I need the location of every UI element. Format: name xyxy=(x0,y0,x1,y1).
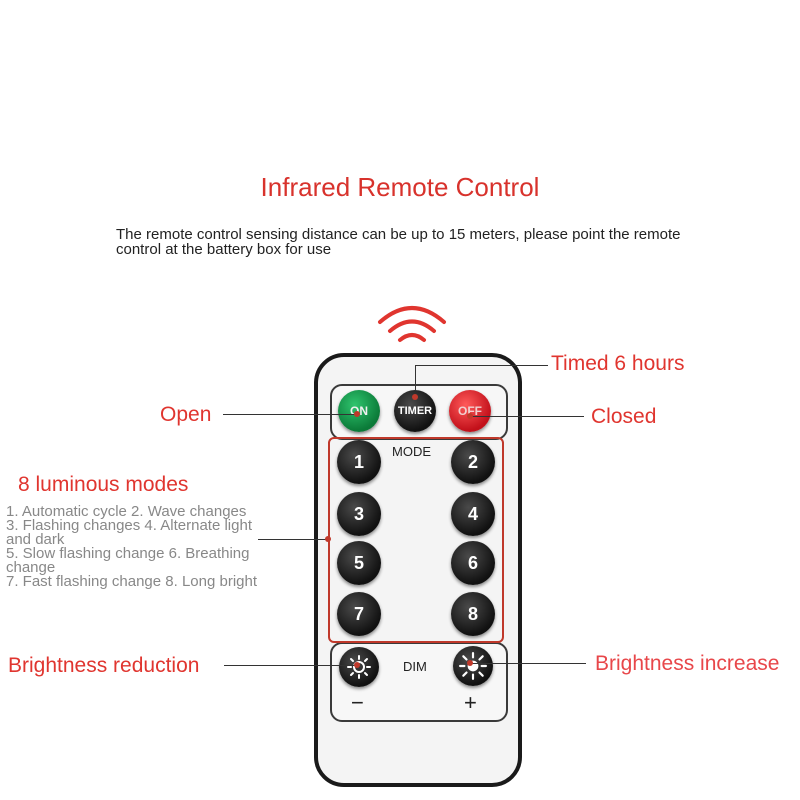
brightness-increase-label: Brightness increase xyxy=(595,652,780,675)
mode-7-button[interactable]: 7 xyxy=(337,592,381,636)
open-label: Open xyxy=(160,403,212,426)
timer-callout-dot xyxy=(412,394,418,400)
brightness-reduction-label: Brightness reduction xyxy=(8,654,200,677)
increase-callout-dot xyxy=(467,660,473,666)
plus-label: + xyxy=(464,690,477,715)
dim-label: DIM xyxy=(403,659,427,674)
mode-5-button[interactable]: 5 xyxy=(337,541,381,585)
mode-6-button[interactable]: 6 xyxy=(451,541,495,585)
minus-label: − xyxy=(351,690,364,715)
list-item: 1. Automatic cycle 2. Wave changes xyxy=(6,503,247,520)
mode-3-button[interactable]: 3 xyxy=(337,492,381,536)
list-item: 7. Fast flashing change 8. Long bright xyxy=(6,573,258,590)
list-item: 5. Slow flashing change 6. Breathing cha… xyxy=(6,545,250,576)
modes-heading: 8 luminous modes xyxy=(18,473,189,496)
list-item: 3. Flashing changes 4. Alternate light a… xyxy=(6,517,252,548)
modes-list: 1. Automatic cycle 2. Wave changes 3. Fl… xyxy=(6,503,261,590)
modes-callout-line xyxy=(258,539,328,540)
reduction-callout-line xyxy=(224,665,357,666)
reduction-callout-dot xyxy=(354,662,360,668)
timer-callout-line xyxy=(415,365,416,391)
mode-8-button[interactable]: 8 xyxy=(451,592,495,636)
mode-2-button[interactable]: 2 xyxy=(451,440,495,484)
mode-1-button[interactable]: 1 xyxy=(337,440,381,484)
signal-waves-icon xyxy=(378,306,446,342)
timer-callout-line xyxy=(415,365,548,366)
mode-4-button[interactable]: 4 xyxy=(451,492,495,536)
increase-callout-line xyxy=(470,663,586,664)
closed-label: Closed xyxy=(591,405,657,428)
open-callout-line xyxy=(223,414,358,415)
mode-highlight-box xyxy=(328,437,504,643)
open-callout-dot xyxy=(354,411,360,417)
modes-callout-dot xyxy=(325,536,331,542)
page-title: Infrared Remote Control xyxy=(260,172,540,202)
description-text: The remote control sensing distance can … xyxy=(116,226,681,258)
sun-icon xyxy=(459,652,487,680)
closed-callout-line xyxy=(470,416,584,417)
brightness-up-button[interactable] xyxy=(453,646,493,686)
timed-label: Timed 6 hours xyxy=(551,352,685,375)
closed-callout-dot xyxy=(467,413,473,419)
mode-label: MODE xyxy=(392,444,431,459)
off-button[interactable]: OFF xyxy=(449,390,491,432)
